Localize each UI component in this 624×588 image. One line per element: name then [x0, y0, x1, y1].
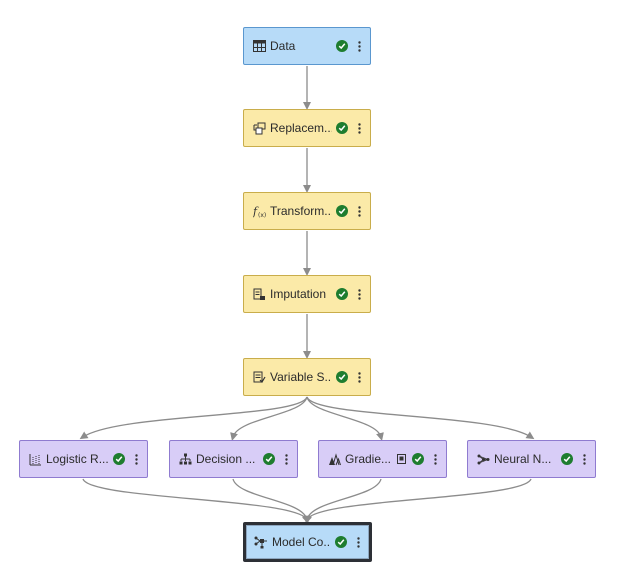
node-transform[interactable]: f (x) Transform...	[243, 192, 371, 230]
edge-varsel-decision	[230, 396, 308, 441]
node-imputation[interactable]: Imputation	[243, 275, 371, 313]
node-label: Model Co...	[272, 535, 331, 549]
model-comparison-icon	[254, 535, 268, 549]
more-options-icon[interactable]	[430, 451, 440, 467]
replacement-icon	[252, 121, 266, 135]
node-gradient-boosting[interactable]: Gradie...	[318, 440, 447, 478]
node-label: Logistic R...	[46, 452, 109, 466]
node-variable-selection[interactable]: Variable S...	[243, 358, 371, 396]
more-options-icon[interactable]	[579, 451, 589, 467]
node-label: Replacem...	[270, 121, 332, 135]
node-label: Gradie...	[345, 452, 392, 466]
completed-check-icon	[336, 288, 348, 300]
more-options-icon[interactable]	[281, 451, 291, 467]
more-options-icon[interactable]	[354, 286, 364, 302]
completed-check-icon	[336, 40, 348, 52]
more-options-icon[interactable]	[354, 120, 364, 136]
more-options-icon[interactable]	[354, 369, 364, 385]
completed-check-icon	[336, 205, 348, 217]
edge-varsel-neural	[306, 396, 535, 440]
data-table-icon	[252, 39, 266, 53]
neural-network-icon	[476, 452, 490, 466]
completed-check-icon	[263, 453, 275, 465]
edge-logistic-compare	[82, 478, 310, 524]
decision-tree-icon	[178, 452, 192, 466]
completed-check-icon	[561, 453, 573, 465]
node-model-comparison[interactable]: Model Co...	[243, 522, 372, 562]
node-label: Transform...	[270, 204, 332, 218]
edge-decision-compare	[232, 478, 311, 524]
function-icon: f (x)	[252, 204, 266, 218]
svg-text:f: f	[253, 205, 259, 218]
logistic-regression-icon	[28, 452, 42, 466]
completed-check-icon	[336, 122, 348, 134]
gradient-boosting-icon	[327, 452, 341, 466]
node-logistic-regression[interactable]: Logistic R...	[19, 440, 148, 478]
imputation-icon	[252, 287, 266, 301]
node-replacement[interactable]: Replacem...	[243, 109, 371, 147]
node-label: Data	[270, 39, 296, 53]
node-label: Imputation	[270, 287, 327, 301]
edge-varsel-gradient	[306, 396, 384, 441]
svg-text:(x): (x)	[258, 212, 266, 218]
more-options-icon[interactable]	[131, 451, 141, 467]
completed-check-icon	[113, 453, 125, 465]
variable-selection-icon	[252, 370, 266, 384]
completed-check-icon	[336, 371, 348, 383]
reference-icon	[397, 454, 406, 464]
node-label: Variable S...	[270, 370, 332, 384]
more-options-icon[interactable]	[354, 203, 364, 219]
edge-varsel-logistic	[79, 396, 308, 440]
edge-gradient-compare	[303, 478, 382, 524]
node-label: Neural N...	[494, 452, 552, 466]
edge-neural-compare	[304, 478, 532, 524]
more-options-icon[interactable]	[353, 534, 363, 550]
more-options-icon[interactable]	[354, 38, 364, 54]
node-decision-tree[interactable]: Decision ...	[169, 440, 298, 478]
completed-check-icon	[412, 453, 424, 465]
completed-check-icon	[335, 536, 347, 548]
node-label: Decision ...	[196, 452, 256, 466]
node-data[interactable]: Data	[243, 27, 371, 65]
node-neural-network[interactable]: Neural N...	[467, 440, 596, 478]
